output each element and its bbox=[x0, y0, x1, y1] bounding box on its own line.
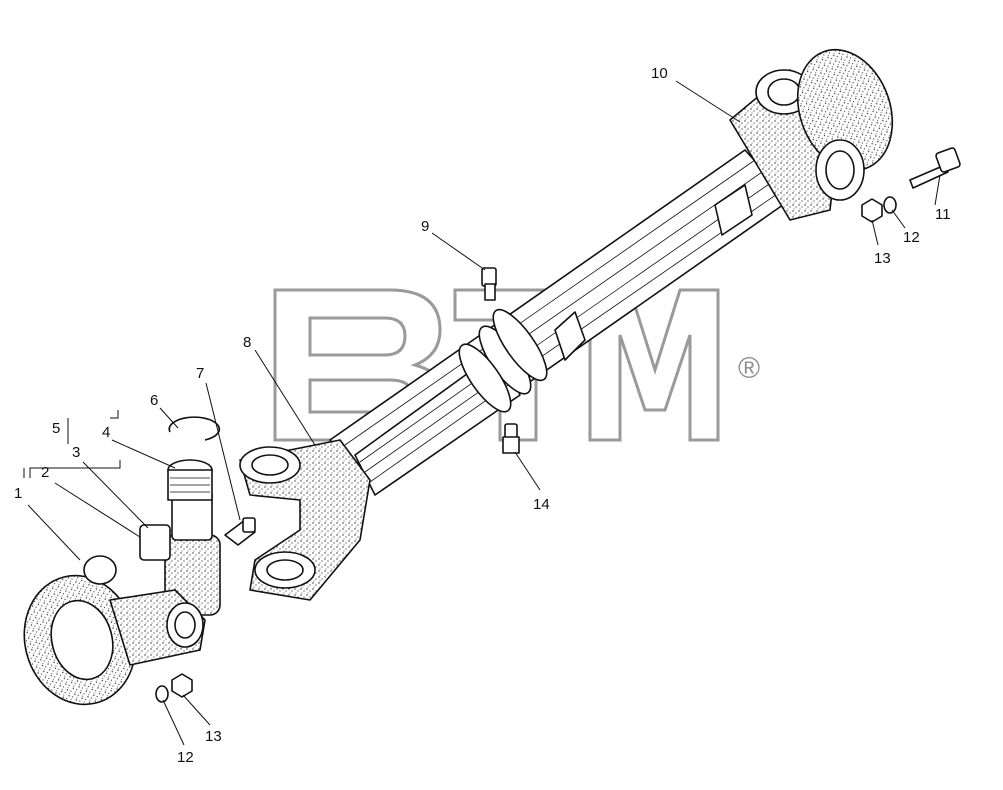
shaft-tube bbox=[329, 149, 791, 496]
registered-mark: ® bbox=[738, 352, 760, 385]
bolt bbox=[909, 147, 961, 189]
callout-1: 1 bbox=[14, 485, 22, 502]
callout-6: 6 bbox=[150, 392, 158, 409]
callout-7: 7 bbox=[196, 365, 204, 382]
callout-12-right: 12 bbox=[903, 229, 920, 246]
left-yoke bbox=[239, 439, 371, 601]
grease-nipple-bottom bbox=[502, 423, 520, 454]
callout-14: 14 bbox=[533, 496, 550, 513]
callout-11: 11 bbox=[935, 206, 951, 223]
lock-washer-right bbox=[883, 196, 897, 214]
grease-nipple-top bbox=[481, 267, 497, 301]
callout-8: 8 bbox=[243, 334, 251, 351]
right-yoke-flange bbox=[729, 48, 894, 221]
callout-labels: 1 2 3 4 5 6 7 8 9 10 11 12 13 14 12 13 bbox=[14, 65, 951, 766]
leader-lines bbox=[23, 80, 941, 746]
callout-2: 2 bbox=[41, 464, 49, 481]
grease-nipple-angled bbox=[224, 517, 256, 546]
left-flange bbox=[23, 555, 206, 706]
circlip bbox=[168, 416, 221, 441]
callout-9: 9 bbox=[421, 218, 429, 235]
lock-washer-left bbox=[155, 685, 169, 703]
nut-right bbox=[861, 198, 883, 223]
callout-4: 4 bbox=[102, 424, 110, 441]
callout-3: 3 bbox=[72, 444, 80, 461]
nut-left bbox=[171, 673, 193, 698]
callout-5: 5 bbox=[52, 420, 60, 437]
callout-10: 10 bbox=[651, 65, 668, 82]
callout-12-left: 12 bbox=[177, 749, 194, 766]
cross-spider-assembly bbox=[139, 459, 221, 616]
callout-13-left: 13 bbox=[205, 728, 222, 745]
callout-13-right: 13 bbox=[874, 250, 891, 267]
